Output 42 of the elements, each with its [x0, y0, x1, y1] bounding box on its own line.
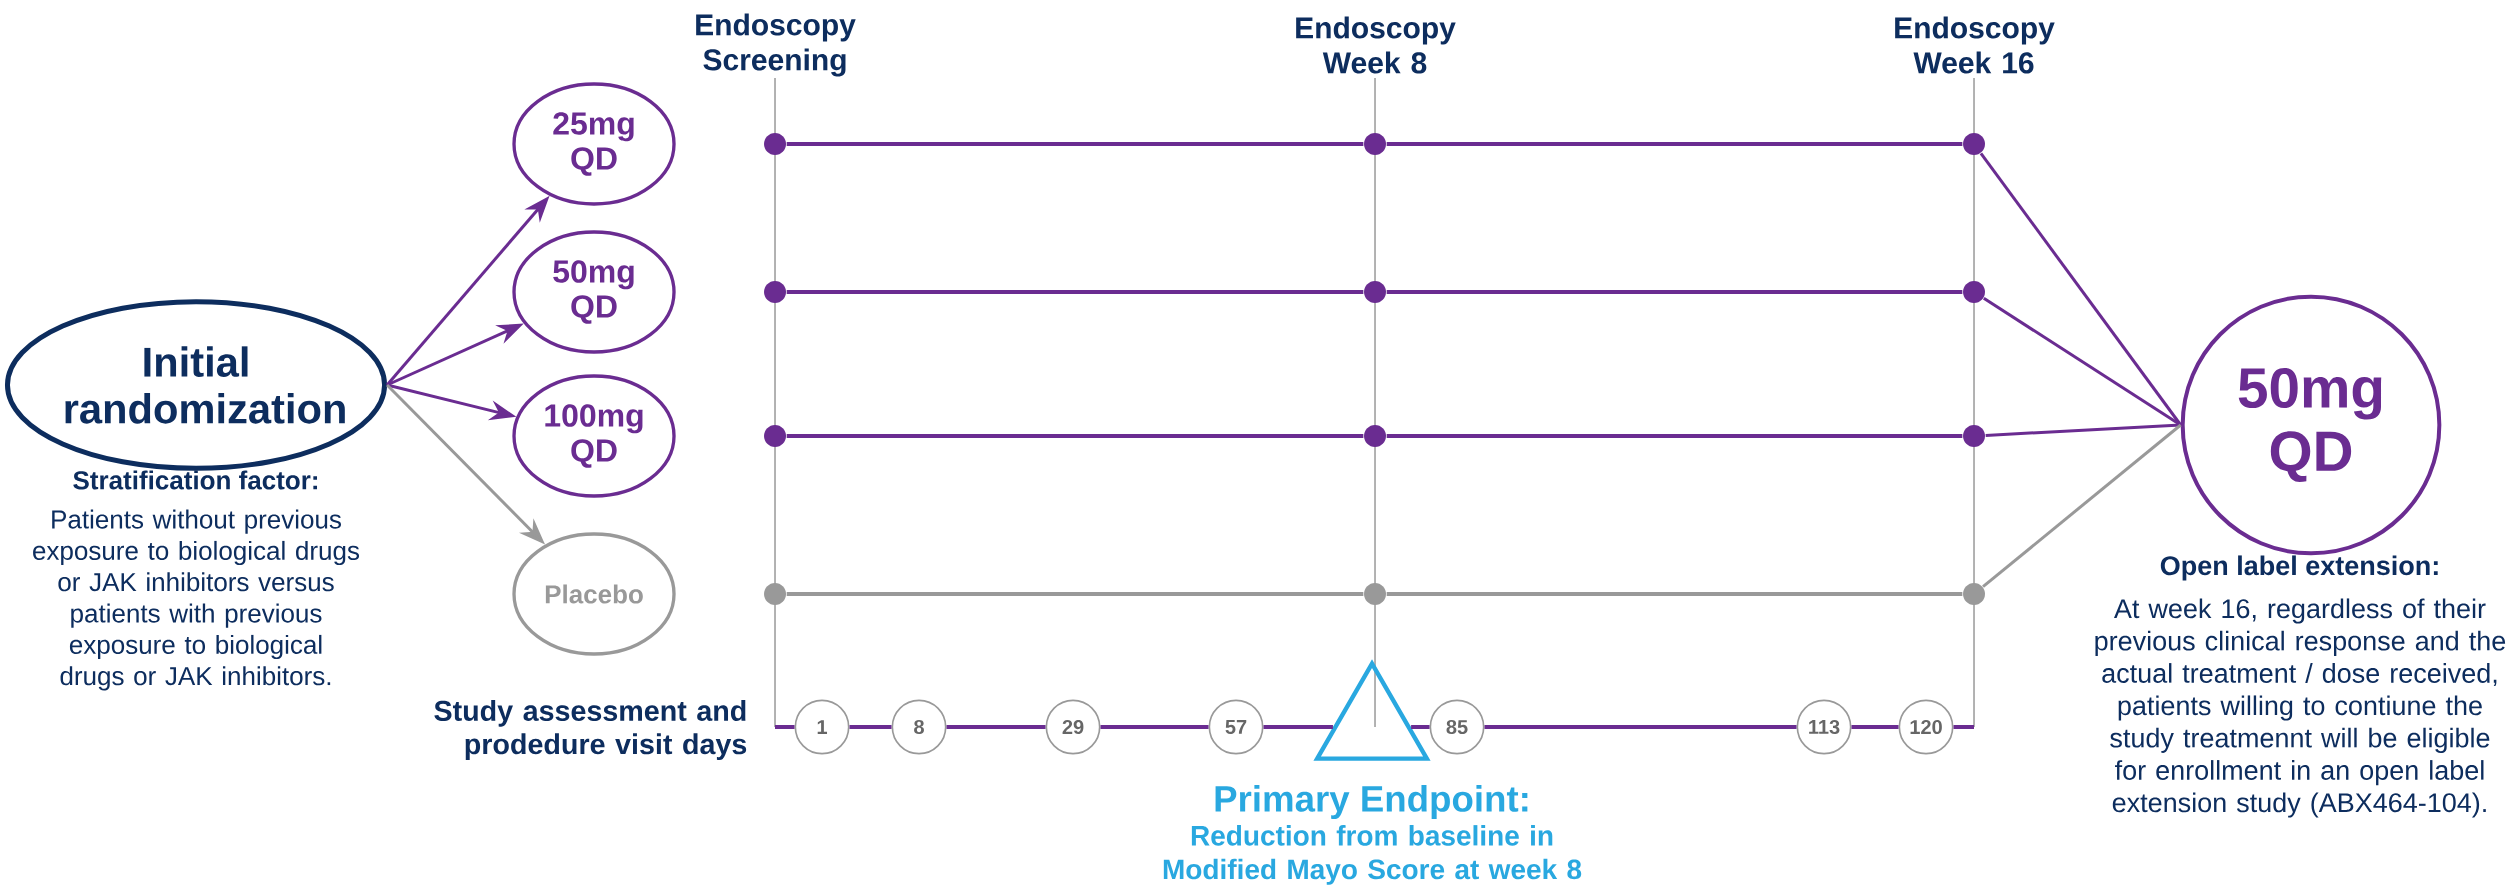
heading-text: Open label extension: — [2160, 555, 2438, 581]
connector-line — [786, 434, 1364, 438]
column-heading: Endoscopy Week 16 — [1895, 16, 2055, 74]
timepoint-dot — [1963, 281, 1985, 303]
connector-line — [1100, 725, 1209, 729]
connector-line — [786, 142, 1364, 146]
column-heading: Endoscopy Week 8 — [1296, 16, 1456, 74]
connector-line — [1263, 725, 1333, 729]
connector-line — [1386, 434, 1963, 438]
timepoint-dot — [764, 425, 786, 447]
description-text: Reduction from baseline in Modified Mayo Score at week 8 — [1163, 825, 1582, 885]
description-text: Patients without previous exposure to biological drugs or JAK inhibitors versus patients with previous exposure to biological drugs or JAK inhibitors. — [33, 509, 360, 691]
connector-line — [1953, 725, 1974, 729]
connector-line — [775, 725, 795, 729]
connector-line — [1411, 725, 1430, 729]
timepoint-dot — [764, 583, 786, 605]
heading-text: Stratification factor: — [73, 470, 317, 490]
connector-line — [946, 725, 1046, 729]
connector-line — [1982, 423, 2182, 588]
timepoint-dot — [1963, 133, 1985, 155]
heading-text: Primary Endpoint: — [1215, 784, 1528, 820]
connector-line — [786, 290, 1364, 294]
connector-line — [786, 592, 1364, 596]
timepoint-dot — [764, 281, 786, 303]
connector-line — [1484, 725, 1797, 729]
timepoint-dot — [1364, 583, 1386, 605]
description-text: At week 16, regardless of their previous clinical response and the actual treatment / dose received, patients willing to contiune the study treatmennt will be eligible for enrollment in an open label extension study (ABX464-104). — [2095, 598, 2506, 818]
column-heading: Endoscopy Screening — [696, 13, 856, 77]
connector-line — [1979, 152, 2182, 426]
connector-line — [1851, 725, 1899, 729]
timepoint-dot — [1364, 425, 1386, 447]
connector-line — [1386, 142, 1963, 146]
connector-line — [1985, 423, 2181, 437]
timepoint-dot — [1963, 583, 1985, 605]
row-label: Study assessment and prodedure visit days — [434, 700, 747, 761]
connector-line — [1386, 592, 1963, 596]
timepoint-dot — [1963, 425, 1985, 447]
timepoint-dot — [1364, 133, 1386, 155]
timepoint-dot — [764, 133, 786, 155]
connector-line — [849, 725, 892, 729]
timepoint-dot — [1364, 281, 1386, 303]
connector-line — [1386, 290, 1963, 294]
